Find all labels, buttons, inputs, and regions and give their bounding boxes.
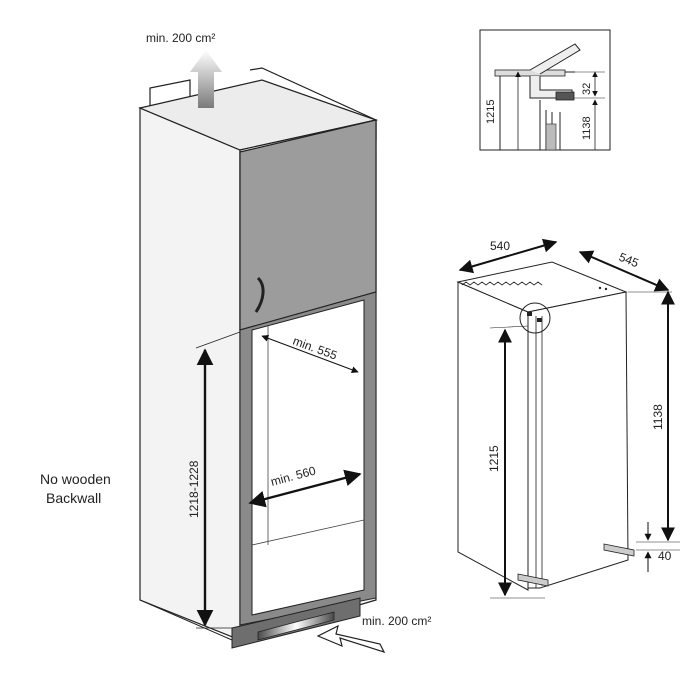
detail-lower-label: 1138 <box>581 116 593 140</box>
niche-height-label: 1218-1228 <box>187 460 201 518</box>
niche-depth-dimension <box>261 334 359 374</box>
appliance-side <box>457 281 529 591</box>
appliance-depth-dimension <box>578 250 670 292</box>
cabinet-side-panel <box>139 107 241 641</box>
niche-height-dimension <box>195 331 241 629</box>
appliance-door-height-dimension <box>628 290 675 542</box>
niche-width-dimension <box>248 469 362 508</box>
appliance-height-label: 1215 <box>487 445 501 472</box>
appliance-door-height-label: 1138 <box>651 404 665 430</box>
appliance-width-dimension <box>458 238 558 274</box>
hinge-detail-icon <box>519 302 551 334</box>
no-backwall-label-line2: Backwall <box>46 490 101 506</box>
appliance-top-vent <box>461 281 543 286</box>
appliance-bottom-bracket-right <box>603 543 635 557</box>
vent-bottom-label: min. 200 cm² <box>362 614 431 628</box>
door-handle <box>254 276 265 313</box>
vent-top-label: min. 200 cm² <box>146 31 215 45</box>
appliance-height-dimension <box>489 325 545 599</box>
cabinet-drawing <box>138 67 379 649</box>
cabinet-base-edges <box>139 599 233 648</box>
appliance-drawing <box>456 261 635 591</box>
appliance-foot-label: 40 <box>658 549 672 563</box>
no-backwall-label-line1: No wooden <box>40 471 111 487</box>
appliance-front <box>527 291 629 589</box>
niche-opening <box>251 299 365 616</box>
plinth-vent-slot <box>257 611 335 641</box>
hinge-detail-box <box>479 29 611 151</box>
appliance-bottom-bracket-left <box>517 573 549 587</box>
airflow-up-arrow-icon <box>190 50 222 108</box>
appliance-door-edge <box>535 316 543 588</box>
airflow-in-arrow-icon <box>316 624 386 654</box>
detail-top-gap-label: 32 <box>581 83 593 95</box>
appliance-foot-dimension <box>636 522 680 572</box>
appliance-depth-label: 545 <box>617 250 641 271</box>
appliance-width-label: 540 <box>490 239 510 253</box>
detail-height-label: 1215 <box>485 100 497 124</box>
